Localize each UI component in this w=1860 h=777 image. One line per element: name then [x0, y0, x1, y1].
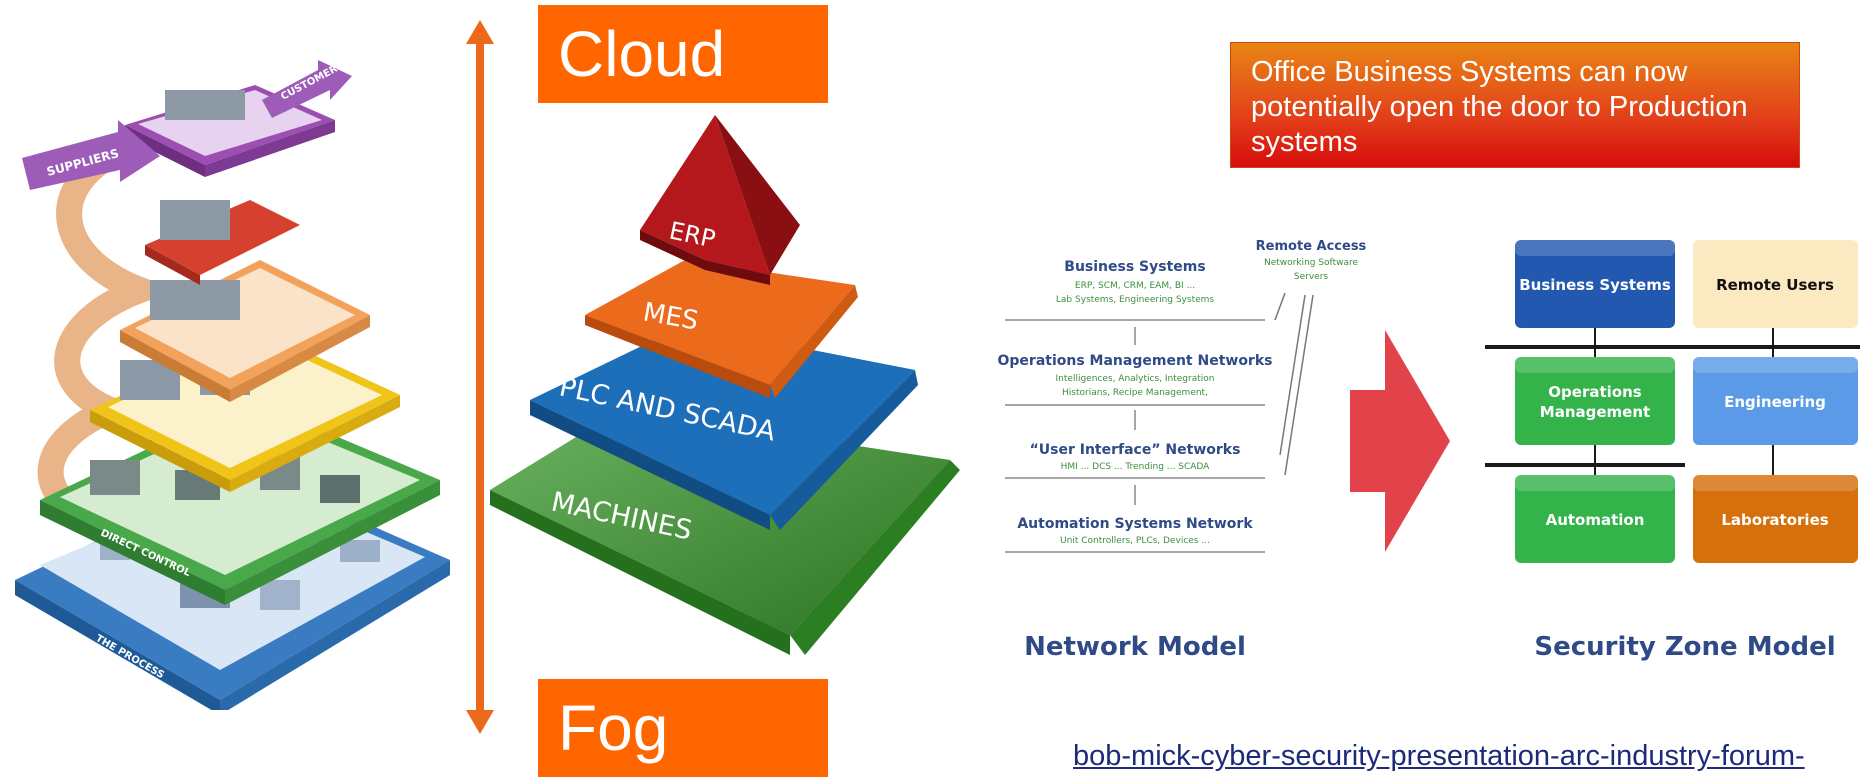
zone-automation	[1515, 475, 1675, 563]
cloud-fog-double-arrow	[466, 20, 494, 734]
remote-access-line1: Networking Software	[1264, 258, 1358, 268]
security-zone-model-diagram: Business Systems Remote Users Operations…	[1485, 240, 1860, 662]
zone-automation-label: Automation	[1546, 511, 1645, 529]
zone-operations-label-2: Management	[1540, 403, 1650, 421]
zone-operations-management	[1515, 357, 1675, 445]
transition-arrow-icon	[1350, 330, 1450, 552]
remote-access-title: Remote Access	[1256, 239, 1367, 254]
zone-business-systems-label: Business Systems	[1519, 276, 1671, 294]
automation-pyramid: ERP MES PLC AND SCADA MACHINES	[490, 115, 960, 655]
network-layer-business-line1: ERP, SCM, CRM, EAM, BI ...	[1075, 281, 1195, 291]
network-layer-automation-line1: Unit Controllers, PLCs, Devices ...	[1060, 536, 1210, 546]
network-layer-operations-line1: Intelligences, Analytics, Integration	[1056, 374, 1215, 384]
security-zone-model-title: Security Zone Model	[1534, 632, 1835, 662]
network-layer-operations-line2: Historians, Recipe Management,	[1062, 388, 1208, 398]
remote-access-line2: Servers	[1294, 272, 1329, 282]
source-link[interactable]: bob-mick-cyber-security-presentation-arc…	[1073, 740, 1805, 772]
zone-remote-users	[1693, 240, 1858, 328]
office-systems-callout: Office Business Systems can now potentia…	[1230, 42, 1800, 168]
network-layer-automation-title: Automation Systems Network	[1017, 516, 1253, 532]
network-model-diagram: Business Systems ERP, SCM, CRM, EAM, BI …	[998, 239, 1367, 662]
network-layer-business-line2: Lab Systems, Engineering Systems	[1056, 295, 1214, 305]
network-layer-ui-title: “User Interface” Networks	[1030, 442, 1241, 458]
zone-laboratories-label: Laboratories	[1721, 511, 1828, 529]
isa95-layer-illustration: SUPPLIERS CUSTOMERS DIRECT CONTROL THE P…	[15, 60, 450, 710]
zone-operations-label-1: Operations	[1548, 383, 1641, 401]
zone-laboratories	[1693, 475, 1858, 563]
zone-engineering-label: Engineering	[1724, 393, 1826, 411]
network-model-title: Network Model	[1024, 632, 1246, 662]
network-layer-business-title: Business Systems	[1064, 259, 1205, 275]
zone-business-systems	[1515, 240, 1675, 328]
zone-engineering	[1693, 357, 1858, 445]
zone-remote-users-label: Remote Users	[1716, 276, 1834, 294]
cloud-label: Cloud	[538, 5, 828, 103]
fog-label: Fog	[538, 679, 828, 777]
network-layer-operations-title: Operations Management Networks	[998, 353, 1273, 369]
network-layer-ui-line1: HMI ... DCS ... Trending ... SCADA	[1061, 462, 1211, 472]
